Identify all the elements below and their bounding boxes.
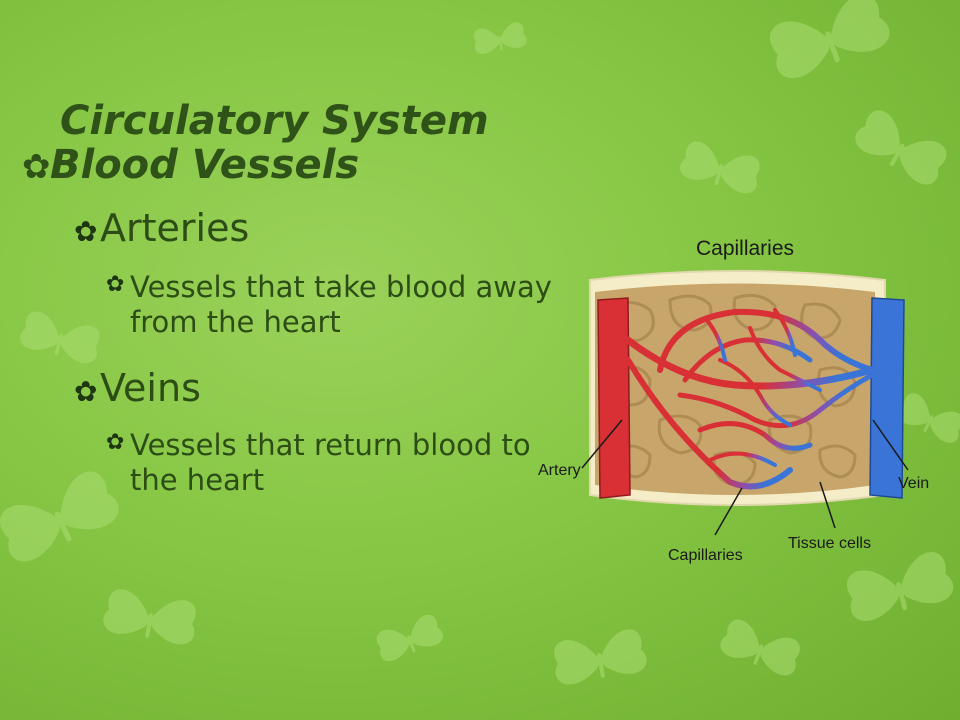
butterfly-icon	[372, 611, 446, 665]
label-vein: Vein	[898, 475, 929, 492]
artery-vessel	[597, 297, 631, 499]
section-bullet: ✿Blood Vessels	[22, 142, 359, 188]
label-capillaries: Capillaries	[668, 547, 743, 564]
flower-bullet-icon: ✿	[22, 147, 51, 187]
butterfly-icon	[763, 0, 895, 84]
butterfly-icon	[17, 308, 104, 367]
label-artery: Artery	[538, 462, 581, 479]
veins-description: ✿ Vessels that return blood to the heart	[106, 428, 570, 498]
list-item-arteries: ✿Arteries	[74, 206, 249, 250]
arteries-description: ✿ Vessels that take blood away from the …	[106, 270, 570, 340]
butterfly-icon	[717, 616, 805, 679]
section-bullet-text: Blood Vessels	[50, 142, 360, 188]
label-tissue-cells: Tissue cells	[788, 535, 871, 552]
butterfly-icon	[471, 21, 528, 56]
slide-title: Circulatory System	[60, 98, 489, 144]
capillaries-diagram: Capillaries	[538, 237, 929, 564]
veins-description-text: Vessels that return blood to the heart	[130, 428, 531, 497]
diagram-title: Capillaries	[696, 237, 794, 260]
butterfly-icon	[101, 586, 200, 647]
flower-bullet-icon: ✿	[106, 272, 125, 297]
arteries-heading: Arteries	[100, 206, 250, 250]
butterfly-icon	[850, 104, 953, 190]
flower-bullet-icon: ✿	[74, 215, 98, 248]
butterfly-icon	[677, 138, 764, 197]
flower-bullet-icon: ✿	[106, 430, 125, 455]
capillary-network	[624, 308, 876, 490]
flower-bullet-icon: ✿	[74, 375, 98, 408]
veins-heading: Veins	[100, 366, 201, 410]
arteries-description-text: Vessels that take blood away from the he…	[130, 270, 552, 339]
list-item-veins: ✿Veins	[74, 366, 201, 410]
butterfly-icon	[550, 626, 649, 687]
vein-vessel	[869, 297, 905, 499]
